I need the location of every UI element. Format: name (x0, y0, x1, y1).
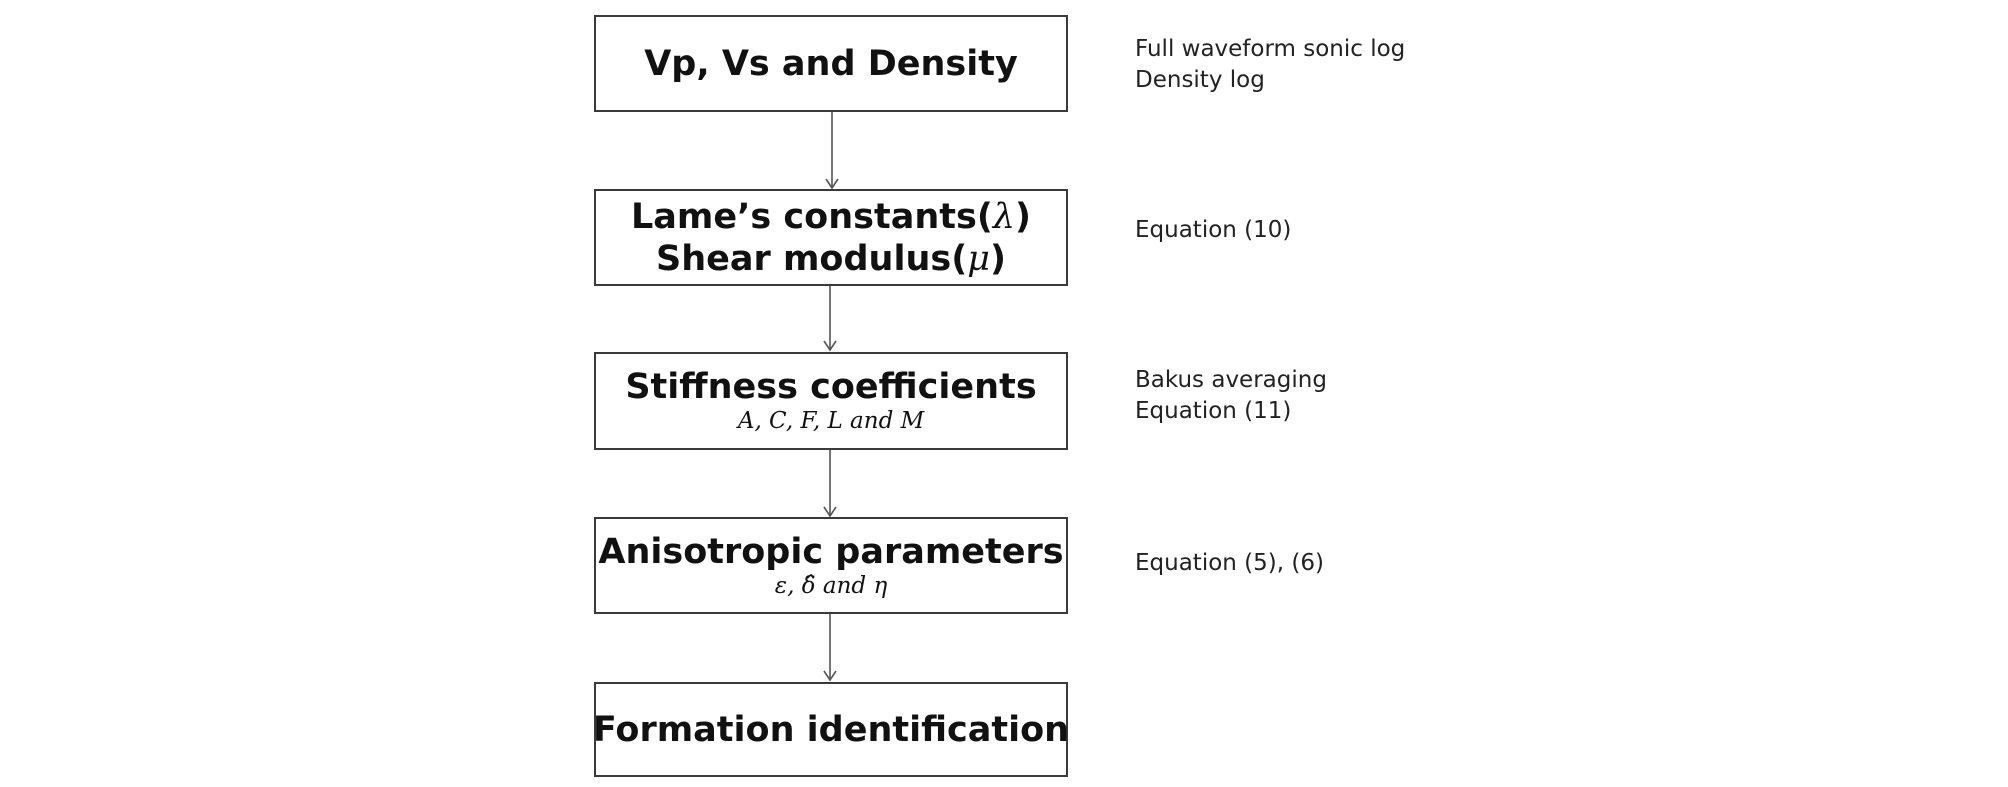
step-subtitle: A, C, F, L and M (737, 408, 925, 435)
step-box-vp-vs-density: Vp, Vs and Density (594, 15, 1068, 112)
step-title: Vp, Vs and Density (644, 43, 1018, 84)
note-line: Equation (5), (6) (1135, 550, 1324, 576)
step-box-anisotropic-parameters: Anisotropic parameters ε, δ̂ and η (594, 517, 1068, 614)
note-line: Equation (11) (1135, 398, 1292, 424)
note-line: Full waveform sonic log (1135, 36, 1406, 62)
step-note-2: Equation (10) (1135, 215, 1291, 246)
note-line: Density log (1135, 67, 1265, 93)
step-note-1: Full waveform sonic log Density log (1135, 34, 1405, 96)
step-note-4: Equation (5), (6) (1135, 548, 1324, 579)
step-note-3: Bakus averaging Equation (11) (1135, 365, 1327, 427)
step-box-formation-identification: Formation identification (592, 682, 1070, 777)
step-title: Formation identification (592, 709, 1070, 750)
step-subtitle: ε, δ̂ and η (774, 572, 888, 599)
step-title-line-1: Lame’s constants(λ) (630, 196, 1031, 237)
step-box-stiffness-coefficients: Stiffness coefficients A, C, F, L and M (594, 352, 1068, 450)
step-title-text: Lame’s constants (630, 196, 977, 237)
step-title-text: Shear modulus (656, 238, 952, 279)
step-title: Anisotropic parameters (598, 531, 1064, 572)
step-title: Stiffness coefficients (625, 367, 1037, 408)
note-line: Equation (10) (1135, 217, 1292, 243)
step-box-lame-constants: Lame’s constants(λ) Shear modulus(μ) (594, 189, 1068, 286)
step-title-line-2: Shear modulus(μ) (656, 238, 1006, 279)
note-line: Bakus averaging (1135, 367, 1327, 393)
lambda-symbol: λ (992, 196, 1015, 237)
mu-symbol: μ (967, 238, 990, 279)
